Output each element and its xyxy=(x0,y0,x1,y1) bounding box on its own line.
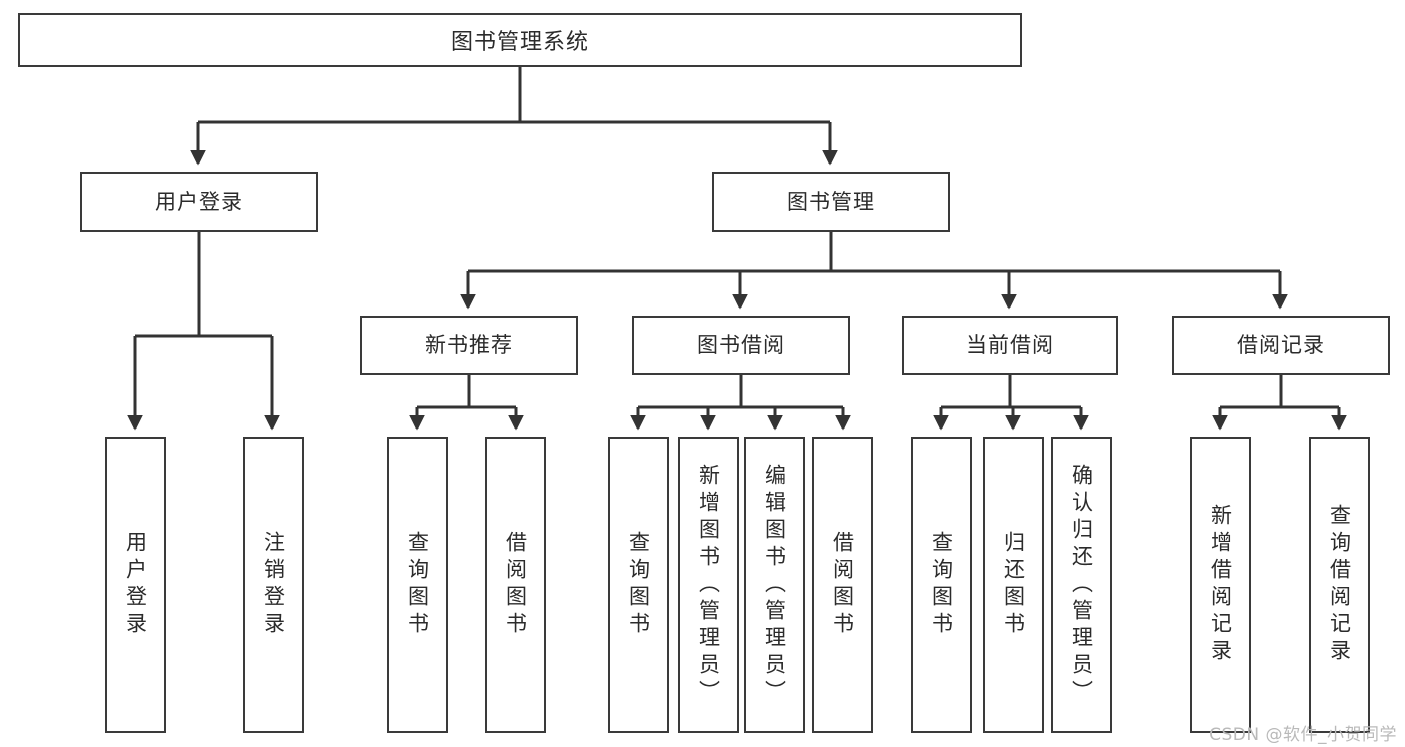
node-leaf-borrow-book-2[interactable]: 借阅图书 xyxy=(812,437,873,733)
node-leaf-query-book-3-label: 查询图书 xyxy=(929,531,954,639)
node-leaf-user-logout-label: 注销登录 xyxy=(261,531,286,639)
node-current-borrow[interactable]: 当前借阅 xyxy=(902,316,1118,375)
node-leaf-borrow-book-1-label: 借阅图书 xyxy=(503,531,528,639)
node-book-borrow[interactable]: 图书借阅 xyxy=(632,316,850,375)
node-leaf-return-book-label: 归还图书 xyxy=(1001,531,1026,639)
node-new-book-recommend[interactable]: 新书推荐 xyxy=(360,316,578,375)
node-leaf-query-borrow-record-label: 查询借阅记录 xyxy=(1327,504,1352,666)
node-user-login-label: 用户登录 xyxy=(155,189,243,214)
node-leaf-user-logout[interactable]: 注销登录 xyxy=(243,437,304,733)
node-root-label: 图书管理系统 xyxy=(450,30,589,55)
node-leaf-borrow-book-1[interactable]: 借阅图书 xyxy=(485,437,546,733)
node-leaf-user-login-label: 用户登录 xyxy=(123,531,148,639)
node-leaf-add-borrow-record[interactable]: 新增借阅记录 xyxy=(1190,437,1251,733)
node-leaf-add-borrow-record-label: 新增借阅记录 xyxy=(1208,504,1233,666)
node-leaf-user-login[interactable]: 用户登录 xyxy=(105,437,166,733)
node-book-manage[interactable]: 图书管理 xyxy=(712,172,950,232)
node-leaf-return-book[interactable]: 归还图书 xyxy=(983,437,1044,733)
node-user-login[interactable]: 用户登录 xyxy=(80,172,318,232)
node-book-manage-label: 图书管理 xyxy=(787,189,875,214)
node-leaf-query-book-1-label: 查询图书 xyxy=(405,531,430,639)
node-current-borrow-label: 当前借阅 xyxy=(966,333,1054,357)
node-leaf-confirm-return[interactable]: 确认归还（管理员） xyxy=(1051,437,1112,733)
node-leaf-query-book-2[interactable]: 查询图书 xyxy=(608,437,669,733)
node-leaf-query-book-1[interactable]: 查询图书 xyxy=(387,437,448,733)
node-leaf-borrow-book-2-label: 借阅图书 xyxy=(830,531,855,639)
node-leaf-query-borrow-record[interactable]: 查询借阅记录 xyxy=(1309,437,1370,733)
node-book-borrow-label: 图书借阅 xyxy=(697,333,785,357)
node-leaf-confirm-return-label: 确认归还（管理员） xyxy=(1069,463,1094,707)
node-leaf-query-book-3[interactable]: 查询图书 xyxy=(911,437,972,733)
node-leaf-query-book-2-label: 查询图书 xyxy=(626,531,651,639)
csdn-watermark: CSDN @软件_小贺同学 xyxy=(1209,725,1397,745)
node-new-book-recommend-label: 新书推荐 xyxy=(425,333,513,357)
node-leaf-edit-book-label: 编辑图书（管理员） xyxy=(762,463,787,707)
node-leaf-add-book[interactable]: 新增图书（管理员） xyxy=(678,437,739,733)
node-leaf-edit-book[interactable]: 编辑图书（管理员） xyxy=(744,437,805,733)
node-root[interactable]: 图书管理系统 xyxy=(18,13,1022,67)
node-leaf-add-book-label: 新增图书（管理员） xyxy=(696,463,721,707)
node-borrow-record[interactable]: 借阅记录 xyxy=(1172,316,1390,375)
node-borrow-record-label: 借阅记录 xyxy=(1237,333,1325,357)
